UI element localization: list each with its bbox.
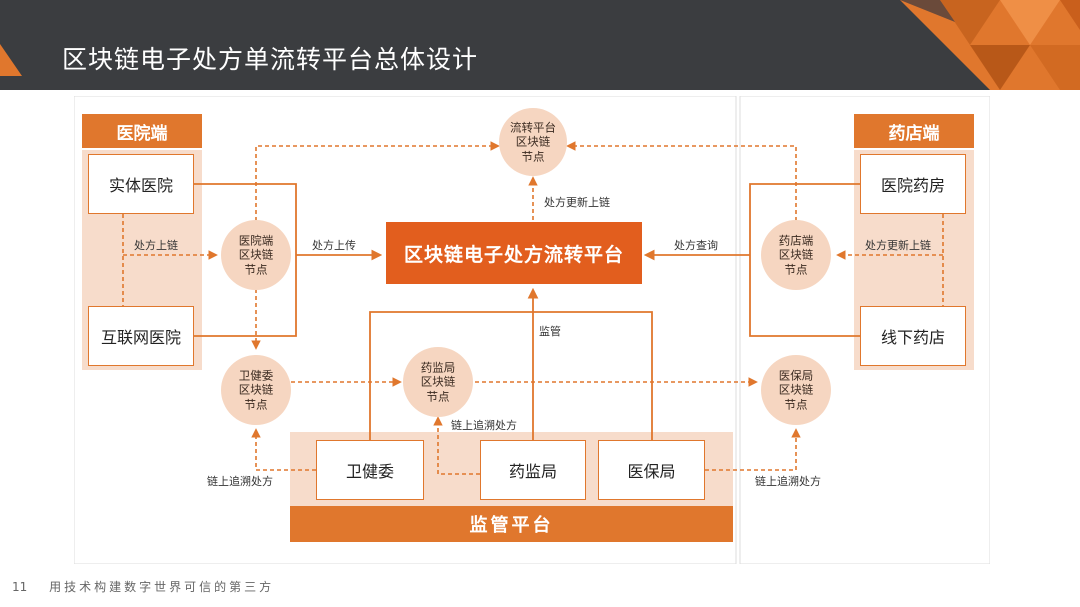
prescription-query-label: 处方查询 [674, 239, 718, 253]
pharmacy-node-label: 药店端区块链节点 [778, 233, 814, 277]
footer-slogan: 用技术构建数字世界可信的第三方 [49, 580, 275, 594]
flow-platform-node-label: 流转平台区块链节点 [510, 120, 556, 164]
medical-insurance-box: 医保局 [598, 440, 705, 500]
prescription-update-upchain-right-label: 处方更新上链 [865, 239, 931, 253]
hospital-section-label: 医院端 [82, 114, 202, 148]
flow-platform-node [499, 108, 567, 176]
physical-hospital-box: 实体医院 [88, 154, 194, 214]
header-left-accent [0, 44, 22, 76]
supervise-label: 监管 [539, 325, 561, 339]
trace-center-label: 链上追溯处方 [451, 419, 517, 433]
supervision-platform-label: 监管平台 [290, 506, 733, 542]
slide-footer: 11 用技术构建数字世界可信的第三方 [12, 578, 274, 595]
internet-hospital-box: 互联网医院 [88, 306, 194, 366]
drug-admin-node-label: 药监局区块链节点 [420, 360, 456, 404]
main-panel-frame [74, 96, 737, 564]
platform-architecture-diagram: 医院端 药店端 实体医院 互联网医院 医院药房 线下药店 区块链电子处方流转平台… [74, 96, 990, 564]
hospital-node-label: 医院端区块链节点 [238, 233, 274, 277]
header-corner-decoration [900, 0, 1080, 90]
drug-admin-node [403, 347, 473, 417]
prescription-upchain-label: 处方上链 [134, 239, 178, 253]
prescription-update-upchain-label: 处方更新上链 [544, 196, 610, 210]
slide-title: 区块链电子处方单流转平台总体设计 [62, 45, 479, 74]
drug-admin-box: 药监局 [480, 440, 586, 500]
medical-insurance-node [761, 355, 831, 425]
page-number: 11 [12, 580, 28, 594]
slide-header: 区块链电子处方单流转平台总体设计 [0, 0, 1080, 90]
trace-left-label: 链上追溯处方 [207, 475, 273, 489]
hospital-pharmacy-box: 医院药房 [860, 154, 966, 214]
health-commission-node [221, 355, 291, 425]
pharmacy-panel-frame [739, 96, 990, 564]
offline-pharmacy-box: 线下药店 [860, 306, 966, 366]
trace-right-label: 链上追溯处方 [755, 475, 821, 489]
central-platform-box: 区块链电子处方流转平台 [386, 222, 642, 284]
health-commission-node-label: 卫健委区块链节点 [238, 368, 274, 412]
health-commission-box: 卫健委 [316, 440, 424, 500]
pharmacy-blockchain-node [761, 220, 831, 290]
hospital-blockchain-node [221, 220, 291, 290]
prescription-upload-label: 处方上传 [312, 239, 356, 253]
pharmacy-section-label: 药店端 [854, 114, 974, 148]
medical-insurance-node-label: 医保局区块链节点 [778, 368, 814, 412]
